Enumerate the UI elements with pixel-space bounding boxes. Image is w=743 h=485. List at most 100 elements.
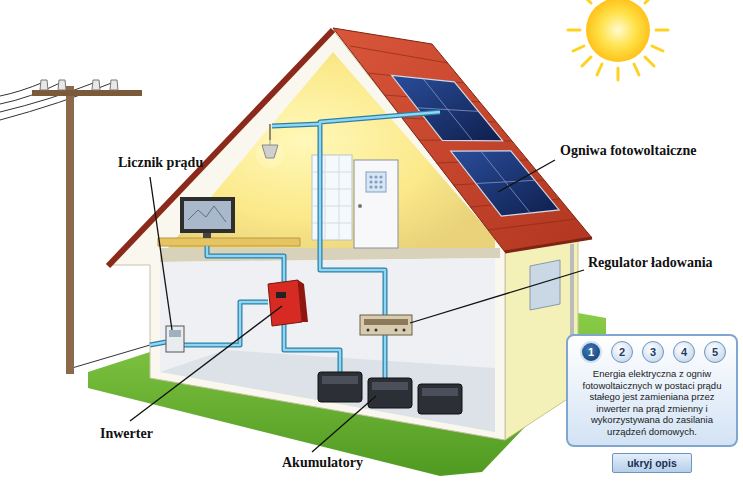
callout-number: 2 — [619, 346, 625, 358]
roof — [488, 219, 576, 230]
ground-floor-devices — [276, 292, 286, 298]
solar-panels — [392, 75, 559, 216]
ground-floor-devices — [418, 384, 462, 414]
upper-floor-devices — [339, 155, 340, 240]
ground-floor-devices — [166, 326, 184, 352]
wires — [384, 335, 387, 378]
ground-floor-devices — [169, 330, 181, 337]
wires — [272, 124, 320, 126]
upper-floor-devices — [184, 201, 231, 229]
upper-floor-devices — [158, 124, 398, 248]
callout-number: 5 — [712, 346, 718, 358]
part-label: Akumulatory — [282, 455, 363, 471]
step-circle: 2 — [611, 341, 633, 363]
roof — [333, 28, 592, 252]
roof — [505, 238, 592, 252]
power-pole — [0, 80, 150, 374]
sun — [645, 0, 654, 3]
solar-panels — [476, 180, 535, 183]
sun — [568, 0, 668, 80]
wires — [284, 324, 340, 372]
step-circle: 3 — [642, 341, 664, 363]
wires — [150, 112, 440, 378]
sun — [597, 64, 602, 75]
sun — [656, 29, 668, 32]
roof — [333, 28, 592, 252]
power-pole — [110, 80, 118, 90]
sun — [617, 68, 620, 80]
solar-panels — [451, 151, 559, 216]
house — [160, 350, 495, 432]
upper-floor-devices — [366, 172, 386, 192]
wires — [207, 246, 284, 282]
ground-floor-devices — [298, 280, 308, 322]
upper-floor-devices — [374, 175, 377, 178]
power-pole — [40, 80, 118, 90]
upper-floor-devices — [325, 155, 326, 240]
step-circle: 4 — [673, 341, 695, 363]
house — [108, 30, 333, 266]
wires — [150, 112, 440, 378]
ground-floor-devices — [403, 329, 406, 332]
power-pole — [0, 82, 150, 368]
ground-floor-devices — [367, 329, 370, 332]
upper-floor-devices — [354, 160, 398, 248]
ground-floor-devices — [322, 376, 358, 384]
house — [110, 30, 505, 440]
solar-panels — [417, 79, 535, 214]
step-circle: 1 — [580, 341, 602, 363]
power-pole — [66, 86, 74, 374]
wires — [272, 124, 320, 126]
sun — [634, 64, 639, 75]
ground-floor-devices — [395, 329, 398, 332]
part-label: Ogniwa fotowoltaiczne — [560, 143, 696, 159]
upper-floor-devices — [188, 206, 226, 222]
leader-lines — [150, 177, 172, 330]
upper-floor-devices — [158, 238, 300, 246]
leader-lines — [410, 270, 584, 323]
wires — [184, 302, 268, 345]
step-circle: 5 — [704, 341, 726, 363]
wires — [383, 335, 388, 378]
house — [160, 258, 495, 432]
upper-floor-devices — [358, 204, 362, 208]
upper-floor-devices — [369, 175, 382, 188]
sun — [645, 57, 654, 66]
upper-floor-devices — [180, 197, 235, 233]
power-pole — [40, 80, 48, 90]
leader-lines — [130, 306, 282, 421]
ground-floor-devices — [375, 329, 378, 332]
ground-floor-devices — [360, 315, 412, 335]
sun — [582, 0, 591, 3]
button-text: ukryj opis — [627, 457, 677, 469]
power-pole — [92, 80, 100, 90]
ground-floor-devices — [166, 280, 462, 414]
wires — [150, 342, 166, 345]
solar-panels — [392, 75, 503, 141]
description-panel: Energia elektryczna z ogniw fotowoltaicz… — [566, 334, 738, 447]
leader-lines — [498, 160, 555, 192]
ground-floor-devices — [364, 319, 408, 325]
wires — [284, 324, 340, 372]
part-label: Licznik prądu — [118, 155, 203, 171]
power-pole — [58, 80, 66, 90]
part-label: Inwerter — [100, 426, 153, 442]
ground-floor-devices — [318, 372, 462, 414]
wires — [320, 112, 440, 315]
callout-number: 4 — [681, 346, 687, 358]
wires — [150, 112, 440, 378]
ground-floor-devices — [368, 378, 412, 408]
ground-floor-devices — [422, 388, 458, 396]
toggle-button: ukryj opis — [612, 453, 692, 473]
wires — [150, 342, 166, 345]
sun — [568, 0, 668, 80]
upper-floor-devices — [374, 185, 377, 188]
sun — [652, 46, 663, 51]
wires — [207, 246, 284, 282]
upper-floor-devices — [369, 185, 372, 188]
upper-floor-devices — [369, 175, 372, 178]
sun — [568, 29, 580, 32]
upper-floor-devices — [262, 145, 278, 158]
leader-lines — [130, 160, 584, 452]
